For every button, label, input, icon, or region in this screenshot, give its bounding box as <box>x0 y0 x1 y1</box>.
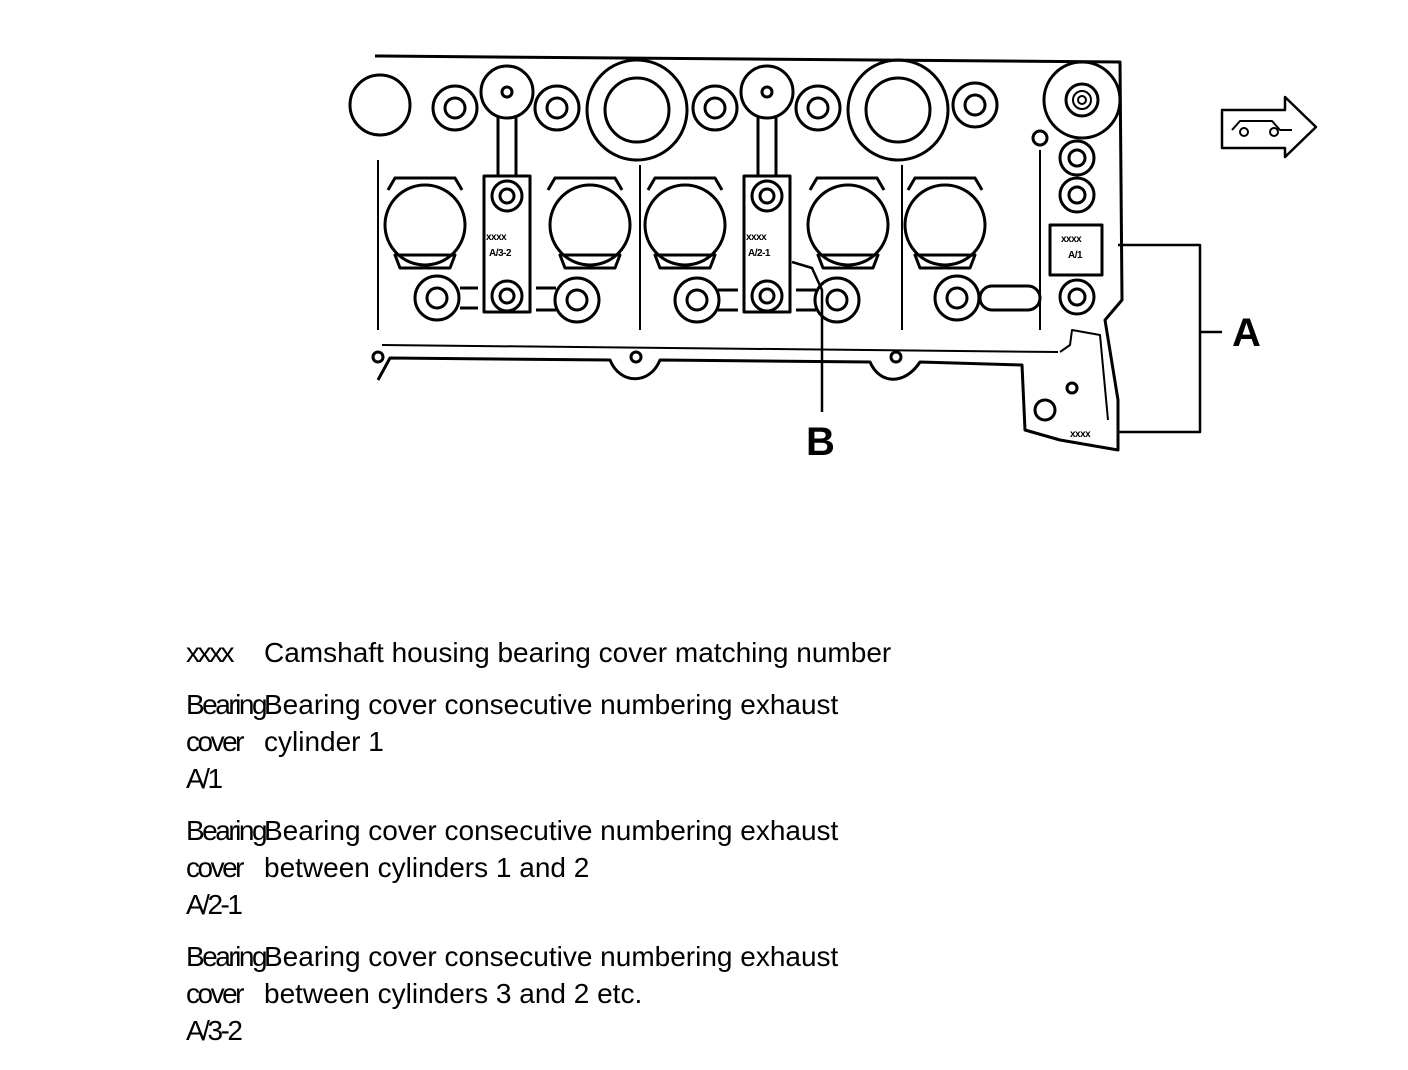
stamp-a1-number: xxxx <box>1061 234 1082 245</box>
housing-inner-line <box>381 344 1059 353</box>
top-port-2 <box>846 58 950 162</box>
legend-description: Bearing cover consecutive numbering exha… <box>264 941 839 1009</box>
tab-right <box>739 64 795 120</box>
housing-right-step <box>1059 329 1109 421</box>
camshaft-housing-diagram: xxxx A/3-2 xxxx A/2-1 xxxx A/1 xxxx A B <box>348 54 1318 464</box>
legend-key: xxxx <box>186 637 235 668</box>
stamp-a3-2-label: A/3-2 <box>489 248 512 259</box>
bearing-cup-4 <box>806 176 890 270</box>
callout-b-leader <box>791 260 824 412</box>
legend-key: Bearing cover A/3-2 <box>186 941 268 1046</box>
bearing-cover-a1 <box>1048 223 1104 277</box>
legend-row: Bearing cover A/2-1 Bearing cover consec… <box>186 812 1086 923</box>
legend-row: xxxx Camshaft housing bearing cover matc… <box>186 634 1086 671</box>
legend-key: Bearing cover A/1 <box>186 689 268 794</box>
callout-b-label: B <box>806 420 835 464</box>
callout-a-label: A <box>1232 311 1261 355</box>
top-port-1 <box>585 58 689 162</box>
legend: xxxx Camshaft housing bearing cover matc… <box>186 634 1086 1064</box>
legend-row: Bearing cover A/3-2 Bearing cover consec… <box>186 938 1086 1049</box>
legend-description: Camshaft housing bearing cover matching … <box>264 637 892 668</box>
top-port-left <box>348 73 412 137</box>
bearing-cup-2 <box>546 176 632 270</box>
housing-outline <box>374 54 1124 452</box>
bearing-cup-3 <box>643 176 727 270</box>
bearing-cup-1 <box>383 176 467 270</box>
stamp-bottom-number: xxxx <box>1070 429 1091 440</box>
top-port-1-inner <box>603 76 671 144</box>
legend-description: Bearing cover consecutive numbering exha… <box>264 689 839 757</box>
callout-a-bracket <box>1118 243 1222 434</box>
top-port-right <box>1042 60 1122 140</box>
stamp-a1-label: A/1 <box>1068 250 1083 261</box>
car-front-arrow-icon <box>1220 95 1318 159</box>
stamp-a2-1-number: xxxx <box>746 232 767 243</box>
legend-key: Bearing cover A/2-1 <box>186 815 268 920</box>
top-port-2-inner <box>864 76 932 144</box>
tab-left <box>479 64 535 120</box>
legend-row: Bearing cover A/1 Bearing cover consecut… <box>186 686 1086 797</box>
bearing-cup-5 <box>903 176 987 270</box>
stamp-a2-1-label: A/2-1 <box>748 248 771 259</box>
top-port-right-inner <box>1064 82 1100 118</box>
stamp-a3-2-number: xxxx <box>486 232 507 243</box>
legend-description: Bearing cover consecutive numbering exha… <box>264 815 839 883</box>
